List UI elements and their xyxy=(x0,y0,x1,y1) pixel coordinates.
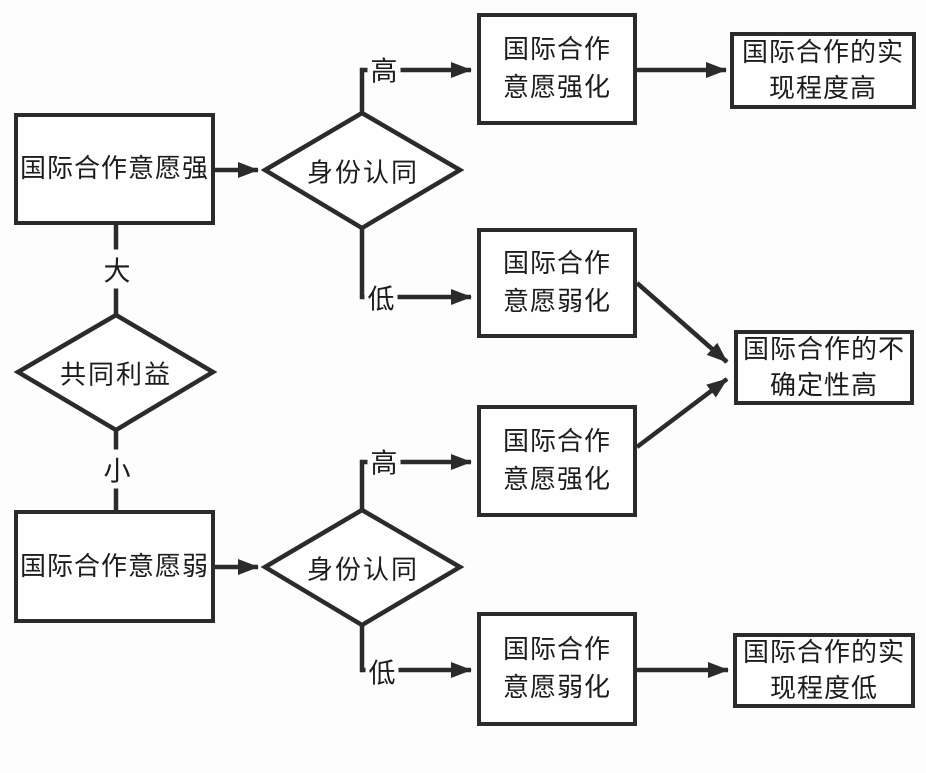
node-label-line2: 现程度低 xyxy=(769,673,878,704)
diamond-label-common-interest: 共同利益 xyxy=(59,360,173,391)
node-label-line2: 现程度高 xyxy=(768,73,877,104)
node-label: 国际合作意愿弱 xyxy=(19,551,209,582)
node-label-line1: 国际合作 xyxy=(502,35,611,65)
node-realization-degree-high: 国际合作的实 现程度高 xyxy=(730,32,916,109)
edge-label-interest-big: 大 xyxy=(100,249,134,289)
edge-label-identity-top-low: 低 xyxy=(364,277,398,317)
node-will-strengthened-bottom: 国际合作 意愿强化 xyxy=(477,405,637,517)
node-realization-degree-low: 国际合作的实 现程度低 xyxy=(733,633,915,708)
edge-identitybottom-low-to-weakenbottom xyxy=(359,625,472,678)
edge-weakentop-to-uncertaintyhigh xyxy=(635,281,729,364)
node-label-line1: 国际合作 xyxy=(502,427,611,457)
node-label-line1: 国际合作的实 xyxy=(741,37,904,68)
node-label-line1: 国际合作 xyxy=(502,635,611,665)
node-uncertainty-high: 国际合作的不 确定性高 xyxy=(734,330,914,405)
diamond-common-interest xyxy=(13,312,218,433)
node-cooperation-will-strong: 国际合作意愿强 xyxy=(14,113,215,225)
node-will-weakened-top: 国际合作 意愿弱化 xyxy=(477,228,637,338)
node-label: 国际合作意愿强 xyxy=(19,154,209,184)
node-will-weakened-bottom: 国际合作 意愿弱化 xyxy=(477,612,637,726)
node-label-line1: 国际合作的不 xyxy=(742,334,905,365)
node-cooperation-will-weak: 国际合作意愿弱 xyxy=(14,510,215,623)
node-label-line2: 意愿弱化 xyxy=(502,673,611,703)
edge-label-identity-bottom-high: 高 xyxy=(367,441,401,481)
edge-identitybottom-high-to-strengthenbottom xyxy=(359,454,472,510)
edge-label-identity-top-high: 高 xyxy=(367,49,401,89)
node-will-strengthened-top: 国际合作 意愿强化 xyxy=(477,13,637,125)
edge-identitytop-low-to-weakentop xyxy=(359,228,472,305)
diamond-label-identity-top: 身份认同 xyxy=(306,158,420,189)
edge-strengthenbottom-to-uncertaintyhigh xyxy=(635,377,729,449)
node-label-line2: 意愿强化 xyxy=(502,73,611,103)
edge-label-identity-bottom-low: 低 xyxy=(365,651,399,691)
node-label-line2: 意愿弱化 xyxy=(502,287,611,317)
node-label-line1: 国际合作的实 xyxy=(742,637,905,668)
node-label-line2: 确定性高 xyxy=(769,370,878,401)
edge-label-interest-small: 小 xyxy=(100,449,134,489)
diamond-label-identity-bottom: 身份认同 xyxy=(306,555,420,586)
node-label-line1: 国际合作 xyxy=(502,249,611,279)
edge-identitytop-high-to-strengthentop xyxy=(359,62,472,113)
node-label-line2: 意愿强化 xyxy=(502,465,611,495)
